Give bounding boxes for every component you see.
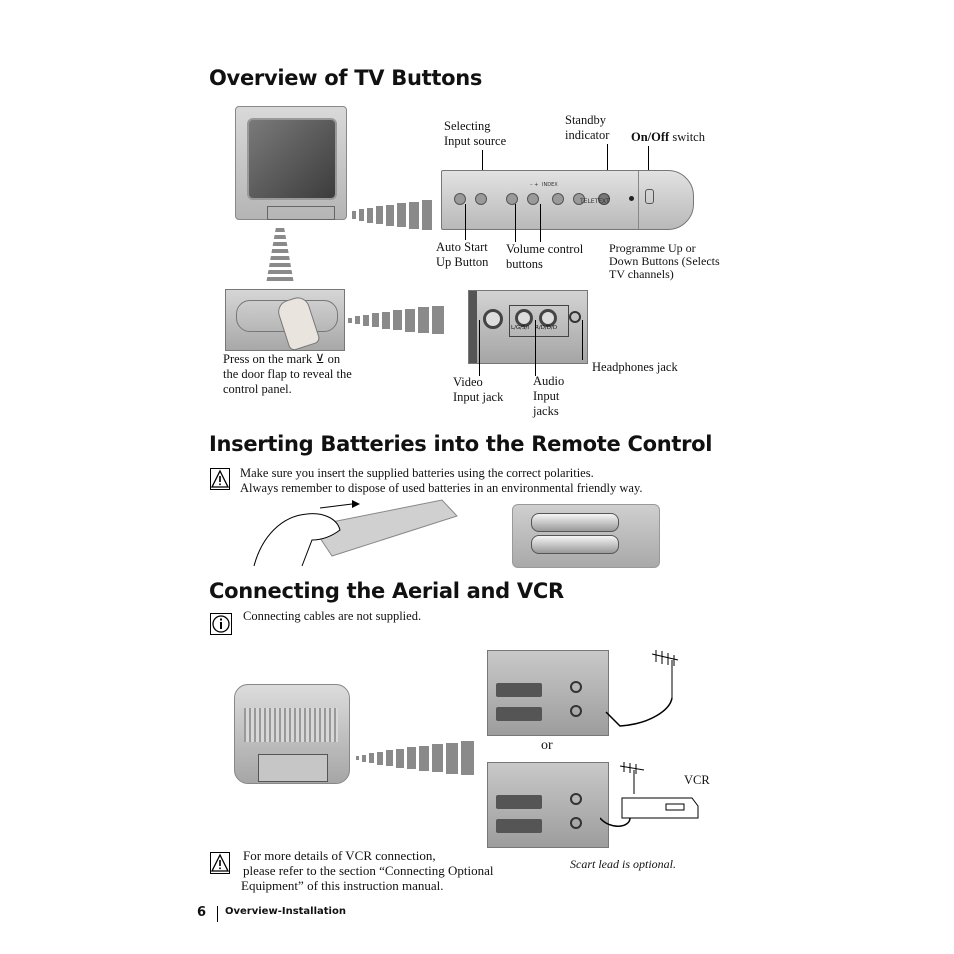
leader-line: [465, 204, 466, 240]
tv-back-image: [234, 684, 350, 784]
input-jacks-image: L/G/S/I R/D/D/D: [468, 290, 588, 364]
leader-line: [479, 320, 480, 376]
aerial-note: Connecting cables are not supplied.: [243, 609, 421, 624]
leader-line: [540, 204, 541, 242]
battery-compartment-image: [512, 504, 660, 568]
aerial-antenna-illustration: [600, 648, 690, 734]
footer-section: Overview-Installation: [225, 906, 346, 917]
page-number: 6: [197, 905, 206, 920]
batteries-text: Make sure you insert the supplied batter…: [240, 466, 643, 496]
leader-line: [535, 320, 536, 376]
zoom-indicator-ramp: [352, 200, 432, 230]
leader-line: [515, 204, 516, 242]
section-title-aerial: Connecting the Aerial and VCR: [209, 579, 564, 603]
section-title-overview: Overview of TV Buttons: [209, 66, 482, 90]
or-label: or: [541, 738, 553, 753]
footer-divider: [217, 906, 218, 922]
zoom-indicator-ramp: [356, 740, 474, 776]
info-icon: [210, 613, 232, 635]
vcr-details-note: For more details of VCR connection, plea…: [243, 848, 494, 893]
door-mark-icon: ⊻: [315, 352, 324, 366]
label-on-off: On/Off switch: [631, 130, 705, 145]
section-title-batteries: Inserting Batteries into the Remote Cont…: [209, 432, 712, 456]
door-flap-image: [225, 289, 345, 351]
vcr-label: VCR: [684, 773, 710, 788]
aerial-connection-image: [487, 650, 609, 736]
remote-hand-illustration: [252, 496, 464, 568]
scart-optional-label: Scart lead is optional.: [570, 857, 676, 872]
warning-icon: [210, 852, 230, 874]
warning-icon: [210, 468, 230, 490]
vcr-connection-image: [487, 762, 609, 848]
label-headphones: Headphones jack: [592, 360, 678, 375]
control-panel-image: – + INDEX TELETEXT: [441, 170, 694, 230]
tv-front-image: [235, 106, 347, 220]
zoom-indicator-ramp: [348, 307, 444, 333]
zoom-indicator-ramp-down: [266, 228, 294, 284]
label-press-mark: Press on the mark ⊻ on the door flap to …: [223, 352, 383, 397]
leader-line: [582, 320, 583, 360]
vcr-antenna-illustration: [600, 758, 700, 838]
